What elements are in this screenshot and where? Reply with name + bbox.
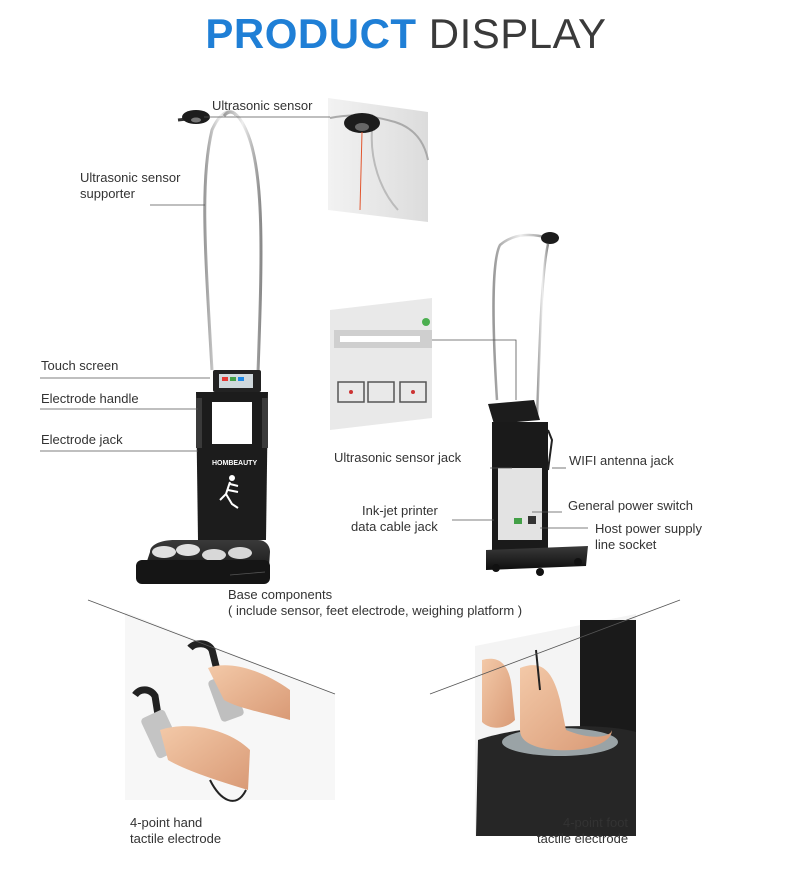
label-base-components-line2: ( include sensor, feet electrode, weighi…: [228, 603, 523, 618]
main-device: HOMBEAUTY: [136, 110, 270, 584]
label-hand-electrode-line1: 4-point hand: [130, 815, 203, 830]
label-ultrasonic-sensor-jack: Ultrasonic sensor jack: [334, 450, 462, 465]
foot-electrode-photo: [475, 614, 636, 836]
title-product: PRODUCT: [205, 10, 417, 57]
label-foot-electrode-line1: 4-point foot: [563, 815, 629, 830]
label-base-components-line1: Base components: [228, 587, 333, 602]
leader-lines: [40, 116, 681, 695]
label-inkjet-printer-line1: Ink-jet printer: [362, 503, 438, 518]
label-host-power-line1: Host power supply: [595, 521, 702, 536]
rear-device: [486, 232, 588, 576]
label-ultrasonic-sensor: Ultrasonic sensor: [212, 98, 313, 113]
page-title: PRODUCT DISPLAY: [0, 10, 812, 58]
title-display: DISPLAY: [428, 10, 607, 57]
inset-printer-panel: [330, 298, 432, 430]
label-electrode-jack: Electrode jack: [41, 432, 123, 447]
label-hand-electrode-line2: tactile electrode: [130, 831, 222, 846]
hand-electrode-photo: [125, 612, 335, 802]
runner-icon: [219, 475, 239, 509]
label-electrode-handle: Electrode handle: [41, 391, 139, 406]
label-inkjet-printer-line2: data cable jack: [351, 519, 438, 534]
inset-ultrasonic-sensor: [328, 98, 429, 222]
label-foot-electrode-line2: tactile electrode: [537, 831, 629, 846]
brand-text: HOMBEAUTY: [212, 460, 257, 467]
label-ultrasonic-sensor-supporter-line1: Ultrasonic sensor: [80, 170, 181, 185]
label-wifi-antenna-jack: WIFI antenna jack: [569, 453, 674, 468]
label-ultrasonic-sensor-supporter-line2: supporter: [80, 186, 135, 201]
label-general-power-switch: General power switch: [568, 498, 693, 513]
label-host-power-line2: line socket: [595, 537, 657, 552]
label-touch-screen: Touch screen: [41, 358, 119, 373]
